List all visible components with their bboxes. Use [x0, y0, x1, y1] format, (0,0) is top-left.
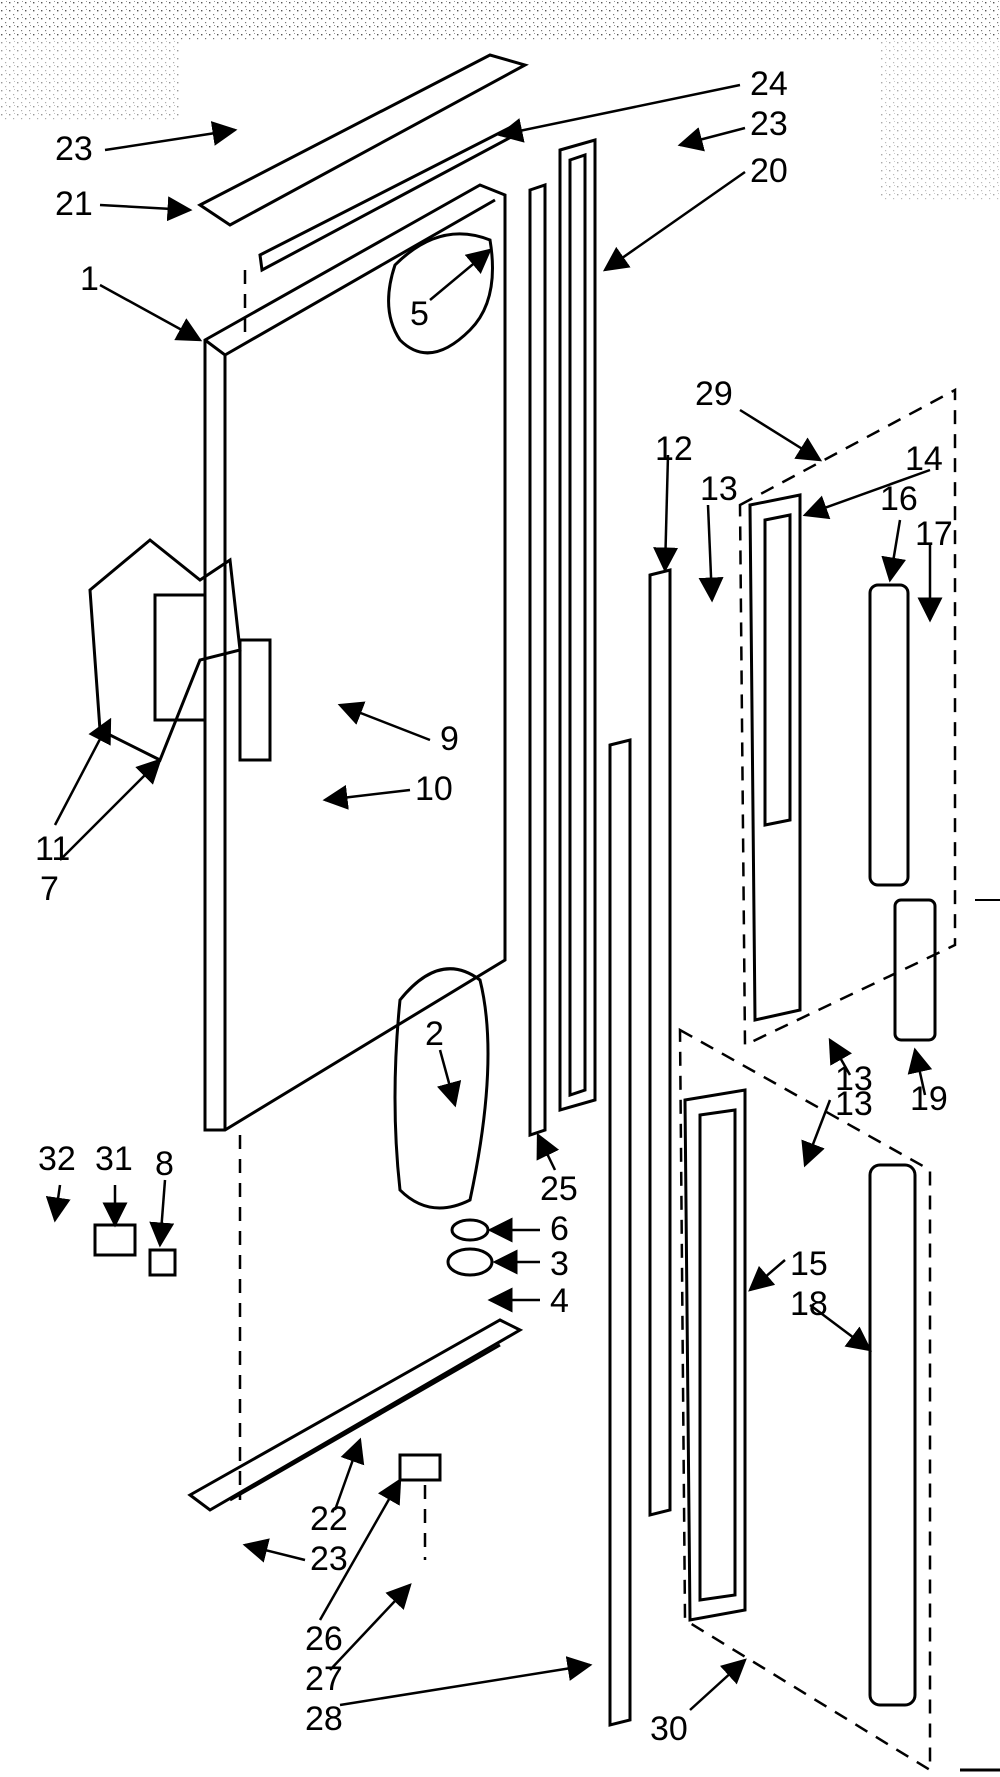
callout-label: 15 [790, 1245, 828, 1283]
leader-29 [739, 408, 823, 462]
callout-label: 13 [700, 470, 738, 508]
leader-20 [602, 170, 746, 272]
leader-10 [322, 784, 411, 810]
leader-13c [801, 1099, 832, 1168]
callout-label: 4 [550, 1282, 569, 1320]
hinge-block [238, 638, 272, 762]
callout-label: 23 [55, 130, 93, 168]
leader-18 [809, 1304, 872, 1352]
bushing-3 [446, 1247, 494, 1277]
callout-label: 8 [155, 1145, 174, 1183]
callout-label: 9 [440, 720, 459, 758]
leader-11 [53, 717, 112, 826]
callout-label: 18 [790, 1285, 828, 1323]
callout-label: 31 [95, 1140, 133, 1178]
callout-label: 12 [655, 430, 693, 468]
leader-14 [802, 468, 931, 520]
leader-5 [429, 248, 492, 301]
leader-9 [337, 701, 431, 742]
pad-8 [148, 1248, 177, 1277]
callout-label: 5 [410, 295, 429, 333]
cutaway-bottom [393, 967, 490, 1210]
channel-20 [558, 138, 597, 1112]
strip-12 [648, 568, 672, 1517]
scan-noise-right [880, 0, 1000, 200]
kit-box-29 [738, 387, 957, 1047]
leader-25 [536, 1132, 560, 1171]
callout-label: 16 [880, 480, 918, 518]
callout-label: 25 [540, 1170, 578, 1208]
callout-label: 29 [695, 375, 733, 413]
callout-label: 13 [835, 1060, 873, 1098]
callout-label: 27 [305, 1660, 343, 1698]
callout-label: 24 [750, 65, 788, 103]
handle-insert-16 [868, 583, 910, 887]
leader-22 [333, 1437, 365, 1511]
callout-label: 28 [305, 1700, 343, 1738]
handle-lower-inner [698, 1108, 737, 1602]
callout-label: 3 [550, 1245, 569, 1283]
leader-23b [677, 126, 746, 152]
leader-13b [828, 1037, 853, 1076]
leader-32 [45, 1184, 71, 1223]
callout-label: 10 [415, 770, 453, 808]
callout-label: 30 [650, 1710, 688, 1748]
handle-upper-inner [763, 513, 792, 827]
leader-7 [59, 758, 162, 861]
channel-25 [528, 182, 547, 1138]
handle-cap-19 [893, 898, 937, 1042]
callout-label: 2 [425, 1015, 444, 1053]
callout-label: 17 [915, 515, 953, 553]
handle-upper [748, 493, 802, 1022]
leader-28 [339, 1656, 593, 1707]
leader-12 [653, 454, 679, 573]
callout-label: 26 [305, 1620, 343, 1658]
callout-label: 20 [750, 152, 788, 190]
callout-label: 21 [55, 185, 93, 223]
leader-27 [329, 1583, 412, 1671]
callout-label: 32 [38, 1140, 76, 1178]
hinge-plate [88, 538, 242, 763]
leader-2 [437, 1049, 462, 1108]
leader-15 [748, 1259, 786, 1292]
leader-21 [99, 196, 193, 222]
channel-20-inner [568, 152, 587, 1098]
leader-23c [242, 1538, 306, 1563]
top-hinge-plate [197, 53, 529, 227]
callout-label: 11 [35, 830, 70, 868]
scan-noise-corner [0, 0, 180, 120]
leader-19 [907, 1047, 933, 1096]
leader-30 [689, 1658, 747, 1711]
bottom-hinge-inner [229, 1343, 501, 1502]
leader-13a [698, 504, 724, 603]
leader-23a [104, 121, 238, 152]
trim-strip-28 [608, 738, 632, 1727]
callout-label: 7 [40, 870, 59, 908]
latch-31 [93, 1223, 137, 1257]
stop-26 [398, 1453, 442, 1482]
callout-label: 6 [550, 1210, 569, 1248]
callout-label: 14 [905, 440, 943, 478]
leader-26 [318, 1477, 402, 1621]
leader-16 [881, 519, 907, 583]
callout-label: 22 [310, 1500, 348, 1538]
door-panel [203, 183, 507, 1132]
leader-8 [149, 1179, 175, 1248]
cutaway-top [387, 232, 494, 355]
callout-label: 1 [80, 260, 99, 298]
washer-6 [450, 1218, 490, 1242]
bottom-hinge-plate [187, 1318, 524, 1512]
callout-label: 23 [310, 1540, 348, 1578]
handle-lower [683, 1088, 747, 1622]
leader-1 [99, 283, 203, 342]
top-hinge-plate-inner [258, 122, 517, 273]
hinge-bracket [153, 593, 207, 722]
callout-label: 23 [750, 105, 788, 143]
handle-insert-18 [868, 1163, 917, 1707]
callout-label: 19 [910, 1080, 948, 1118]
kit-box-30 [678, 1027, 932, 1773]
callout-label: 13 [835, 1085, 873, 1123]
leader-24 [497, 83, 741, 143]
